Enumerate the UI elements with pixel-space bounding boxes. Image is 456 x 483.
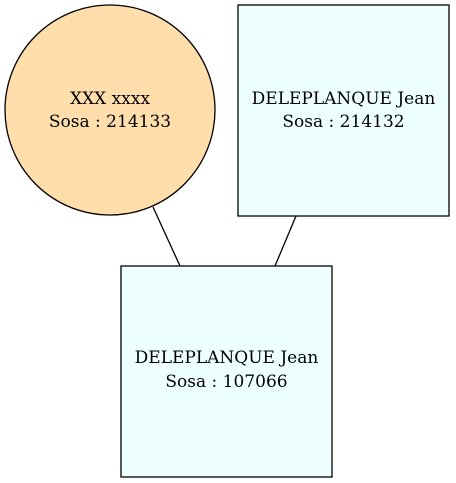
mother-sosa: Sosa : 214133 — [49, 112, 171, 132]
child-box — [120, 265, 333, 478]
edge-mother-child — [152, 206, 181, 267]
mother-circle — [4, 4, 216, 216]
father-box — [237, 4, 450, 217]
person-node-child[interactable]: DELEPLANQUE Jean Sosa : 107066 — [120, 265, 333, 478]
child-name: DELEPLANQUE Jean — [135, 348, 319, 368]
child-sosa: Sosa : 107066 — [165, 372, 287, 392]
father-sosa: Sosa : 214132 — [282, 112, 404, 132]
person-node-father[interactable]: DELEPLANQUE Jean Sosa : 214132 — [237, 4, 450, 217]
edge-father-child — [274, 215, 297, 267]
mother-name: XXX xxxx — [70, 89, 150, 109]
person-node-mother[interactable]: XXX xxxx Sosa : 214133 — [4, 4, 216, 216]
father-name: DELEPLANQUE Jean — [252, 89, 436, 109]
